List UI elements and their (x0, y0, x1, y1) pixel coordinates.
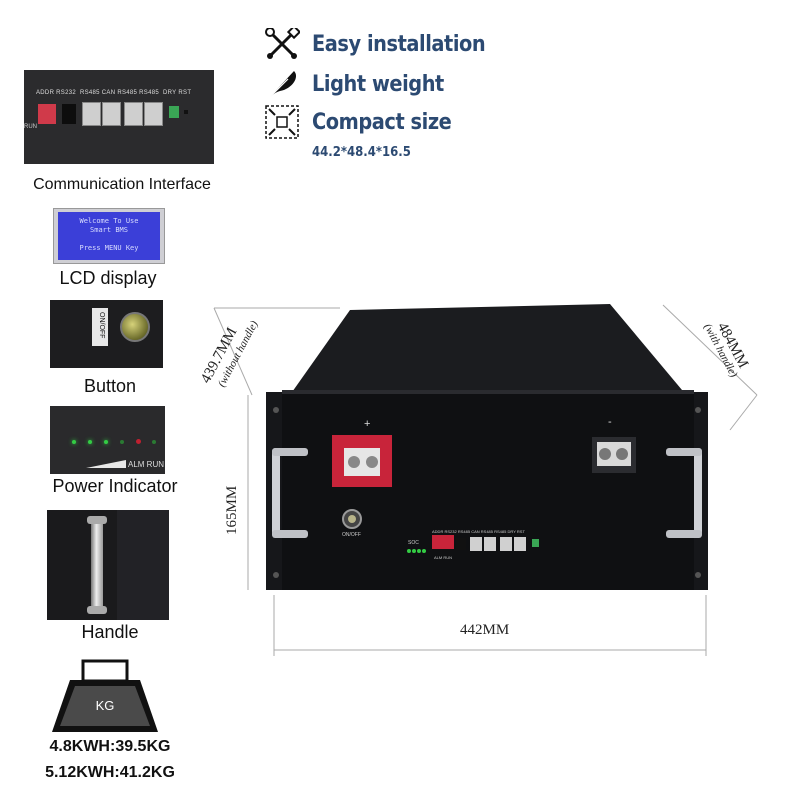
panel-edge (117, 510, 169, 620)
width-label: 442MM (460, 622, 510, 638)
lcd-screen: Welcome To Use Smart BMS Press MENU Key (58, 212, 160, 260)
battery-image: + - ON/OFF SOC ALM RUN ADDR RS232 RS485 … (262, 300, 712, 600)
lcd-line1: Welcome To Use (79, 217, 139, 225)
comm-port-labels: ADDR RS232 RS485 CAN RS485 RS485 DRY RST (432, 529, 525, 534)
feather-icon (262, 66, 302, 102)
handle-image (47, 510, 169, 620)
weight-5-12kwh: 5.12KWH:41.2KG (45, 764, 175, 781)
led-green (104, 440, 108, 444)
led-red (136, 439, 141, 444)
alm-run-label: ALM RUN (128, 460, 165, 469)
battery-body-svg (266, 304, 708, 590)
dry-contact-port (169, 106, 179, 118)
comm-port-labels: ADDR RS232 RS485 CAN RS485 RS485 DRY RST (36, 90, 192, 96)
soc-wedge (86, 460, 126, 468)
feature-easy-installation: Easy installation (262, 26, 509, 62)
feature-label: Easy installation (312, 31, 486, 57)
led-green (88, 440, 92, 444)
alm-run-label: ALM RUN (434, 555, 453, 560)
rj45-port (82, 102, 101, 126)
rj45-port (144, 102, 163, 126)
soc-label: SOC (408, 540, 419, 546)
button-caption: Button (83, 376, 137, 396)
feature-label: Compact size (312, 109, 452, 135)
lcd-display-caption: LCD display (59, 268, 157, 288)
addr-dip-switch (38, 104, 56, 124)
rs232-port (62, 104, 76, 124)
power-switch-button (120, 312, 150, 342)
button-image: ON/OFF (50, 300, 163, 368)
comm-interface-image: ADDR RS232 RS485 CAN RS485 RS485 DRY RST… (24, 70, 214, 164)
weight-icon: KG (50, 658, 160, 734)
handle-bracket-top (87, 516, 107, 524)
height-label: 165MM (224, 485, 240, 535)
handle-bar (91, 518, 103, 614)
compact-size-icon (262, 104, 302, 140)
lcd-display-image: Welcome To Use Smart BMS Press MENU Key (53, 208, 165, 264)
reset-button (184, 110, 188, 114)
negative-sign: - (608, 416, 612, 428)
comm-interface-caption: Communication Interface (33, 176, 211, 193)
led-green (120, 440, 124, 444)
led-green (72, 440, 76, 444)
handle-caption: Handle (81, 622, 139, 642)
lcd-line3: Press MENU Key (79, 244, 139, 252)
led-green (152, 440, 156, 444)
feature-compact-size: Compact size (262, 104, 470, 140)
kg-badge: KG (95, 698, 115, 713)
rj45-port (102, 102, 121, 126)
lcd-line2: Smart BMS (90, 226, 128, 234)
run-label: RUN (24, 124, 37, 130)
weight-4-8kwh: 4.8KWH:39.5KG (49, 738, 171, 755)
compact-dimensions: 44.2*48.4*16.5 (312, 145, 411, 160)
weight-icon-svg (52, 659, 158, 732)
rj45-port (124, 102, 143, 126)
onoff-label-plate: ON/OFF (92, 308, 108, 346)
power-indicator-image: ALM RUN (50, 406, 165, 474)
feature-label: Light weight (312, 71, 444, 97)
power-indicator-caption: Power Indicator (52, 476, 178, 496)
tools-icon (262, 26, 302, 62)
positive-sign: + (364, 418, 371, 430)
handle-bracket-bottom (87, 606, 107, 614)
feature-light-weight: Light weight (262, 66, 462, 102)
onoff-label: ON/OFF (342, 532, 361, 538)
